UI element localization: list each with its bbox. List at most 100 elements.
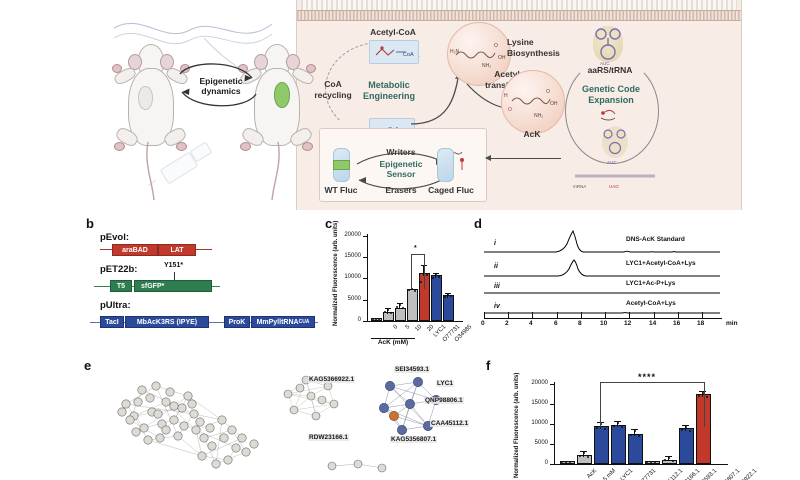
mouse-left-tail (146, 141, 155, 201)
panel-c-point (402, 307, 405, 310)
mouse-right-paw-fr (306, 64, 316, 73)
mouse-left-organ (138, 86, 153, 110)
mouse-right-paw-hr (302, 142, 313, 151)
panel-c-point (384, 311, 387, 314)
wt-fluc-label: WT Fluc (324, 185, 358, 195)
panel-c-ytick-label-10000: 10000 (344, 274, 361, 280)
panel-d-trace-iii (484, 292, 720, 294)
panel-c-point (399, 304, 402, 307)
mouse-right-organ-highlight (274, 82, 290, 108)
plasmid-pevol-name: pEvol: (100, 232, 130, 243)
panel-d: d i DNS-AcK Standard ii LYC1+Acetyl-CoA+… (474, 216, 794, 338)
panel-f-letter: f (486, 358, 491, 373)
panel-c-point (411, 288, 414, 291)
panel-c-letter: c (325, 216, 333, 231)
panel-c-point (420, 281, 423, 284)
panel-f: f Normalized Fluorescence (arb. units) 2… (486, 358, 800, 480)
panel-f-point (664, 459, 667, 462)
sensor-erasers-arrow-icon (358, 177, 446, 190)
mouse-right-paw-hl (240, 142, 251, 151)
gce-cycle-arc-icon (565, 58, 659, 164)
panel-c-point (426, 274, 429, 277)
mouse-left-ear-left (128, 54, 142, 70)
panel-c-ytick-10000 (363, 278, 367, 279)
panel-d-xtick (678, 312, 679, 318)
svg-text:OH: OH (498, 55, 506, 61)
panel-f-point (613, 425, 616, 428)
panel-c-bar-o77731 (431, 274, 442, 321)
epigenetic-dynamics-label-line1: Epigenetic dynamics (199, 76, 243, 96)
lysine-biosynthesis-sphere-icon: H₂N O OH NH₂ (447, 22, 511, 86)
panel-c-ytick-label-0: 0 (357, 317, 361, 323)
panel-c-err (447, 293, 448, 298)
ack-to-sensor-arrowhead-icon (485, 155, 491, 161)
panel-f-ytick-10000 (550, 424, 554, 425)
panel-f-point (561, 461, 564, 464)
panel-c-point (450, 295, 453, 298)
panel-f-point (621, 426, 624, 429)
sensor-writers-arrow-icon (356, 152, 444, 165)
panel-d-xtick-label-18: 18 (697, 320, 705, 327)
panel-c-ytick-20000 (363, 236, 367, 237)
panel-f-point (698, 395, 701, 398)
panel-d-trace-iii-roman: iii (494, 283, 500, 290)
panel-c: c Normalized Fluorescence (arb. units) 2… (325, 216, 473, 346)
panel-d-xtick-label-14: 14 (649, 320, 657, 327)
panel-f-err-cap (614, 421, 621, 422)
aars-structure-icon: AUC (595, 28, 621, 66)
panel-d-letter: d (474, 216, 482, 231)
node-label-kag5356807: KAG5356807.1 (390, 436, 438, 443)
panel-f-bar-ack (560, 460, 575, 464)
gene-lat: LAT (158, 244, 196, 256)
panel-f-point (646, 461, 649, 464)
panel-d-trace-ii (484, 259, 720, 277)
panel-f-xtick-lyc1: LYC1 (619, 468, 635, 480)
panel-f-xtick-caa45112: CAA45112.1 (652, 468, 684, 480)
panel-f-significance-bracket (600, 382, 705, 427)
panel-d-xtick-label-8: 8 (578, 320, 582, 327)
panel-b-letter: b (86, 216, 94, 231)
panel-f-ytick-0 (550, 464, 554, 465)
network-cluster-small (283, 375, 339, 421)
node-label-lyc1: LYC1 (436, 380, 455, 387)
panel-d-xtick (508, 312, 509, 318)
acetyl-coa-label: Acetyl-CoA (370, 27, 416, 37)
panel-c-point (390, 312, 393, 315)
panel-d-trace-ii-name: LYC1+Acetyl-CoA+Lys (626, 260, 696, 267)
panel-c-point (447, 293, 450, 296)
panel-b: b pEvol: araBAD LAT pET22b: Y151* T5 sfG… (86, 216, 322, 338)
lysine-biosynthesis-label-line1: Lysine (507, 37, 534, 47)
panel-d-trace-i-roman: i (494, 240, 496, 247)
panel-f-err-cap (580, 451, 587, 452)
mouse-right (238, 40, 316, 201)
panel-d-xtick (605, 312, 606, 318)
panel-f-bar-caa45112 (628, 433, 643, 464)
panel-d-xtick-label-16: 16 (673, 320, 681, 327)
panel-c-err (435, 273, 436, 278)
mouse-left-paw-hl (114, 142, 125, 151)
metabolic-engineering-label-line2: Engineering (362, 91, 415, 101)
schematic-panel: CoA recycling Acetyl-CoA CoA CoA Metabol… (296, 0, 742, 210)
panel-d-xtick (532, 312, 533, 318)
panel-f-ytick-label-15000: 15000 (531, 400, 548, 406)
panel-f-xtick-5mm: 5 mM (602, 468, 618, 480)
panel-f-significance-label: **** (638, 372, 657, 382)
panel-f-err-cap (665, 456, 672, 457)
panel-f-point (630, 434, 633, 437)
panel-f-point (650, 462, 653, 465)
panel-c-bar-10 (395, 307, 406, 321)
panel-f-point (672, 460, 675, 463)
panel-f-bar-kag5356807 (679, 428, 694, 464)
panel-c-ytick-15000 (363, 257, 367, 258)
panel-f-ytick-label-10000: 10000 (531, 420, 548, 426)
mouse-right-tail (271, 141, 280, 201)
svg-text:OH: OH (550, 101, 558, 107)
panel-f-point (654, 461, 657, 464)
panel-f-y-axis (554, 382, 555, 465)
panel-f-point (706, 396, 709, 399)
panel-f-x-axis (554, 464, 728, 465)
svg-text:NH₂: NH₂ (482, 63, 491, 69)
panel-f-point (702, 392, 705, 395)
panel-d-xtick-label-10: 10 (600, 320, 608, 327)
panel-f-ytick-label-20000: 20000 (531, 380, 548, 386)
